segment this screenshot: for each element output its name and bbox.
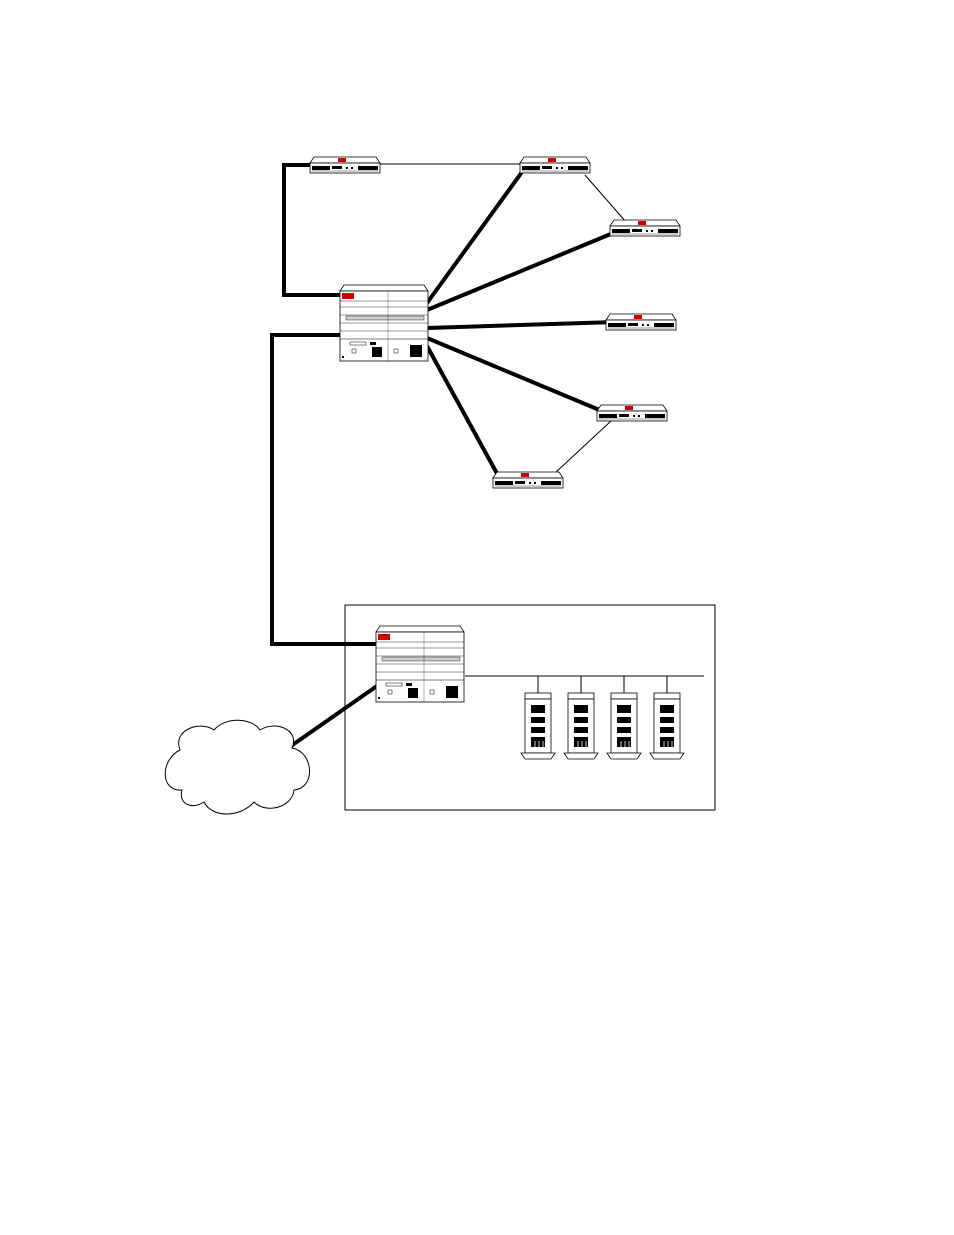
- stackable-switch-icon: [610, 220, 680, 236]
- stackable-switch-icon: [493, 472, 563, 488]
- server-icon: [607, 693, 641, 759]
- stackable-switch-icon: [520, 157, 590, 173]
- chassis-switch-icon: [340, 285, 428, 361]
- stackable-switch-icon: [606, 314, 676, 330]
- cloud-icon: [165, 720, 309, 814]
- link-core-to-datacenter: [272, 335, 390, 644]
- link-datacenter-to-cloud: [291, 679, 387, 746]
- server-icon: [564, 693, 598, 759]
- stackable-switch-icon: [310, 157, 380, 173]
- link-core-to-right-3: [427, 338, 609, 414]
- link-thin-bottom-right: [555, 421, 611, 473]
- server-icon: [521, 693, 555, 759]
- link-core-to-right-2: [427, 322, 616, 328]
- link-thin-top-right: [585, 175, 626, 222]
- link-core-to-top-left: [284, 165, 352, 295]
- link-core-to-right-1: [427, 231, 618, 310]
- stackable-switch-icon: [597, 405, 667, 421]
- chassis-switch-icon: [376, 626, 464, 702]
- server-icon: [650, 693, 684, 759]
- link-core-to-top-right: [427, 172, 522, 303]
